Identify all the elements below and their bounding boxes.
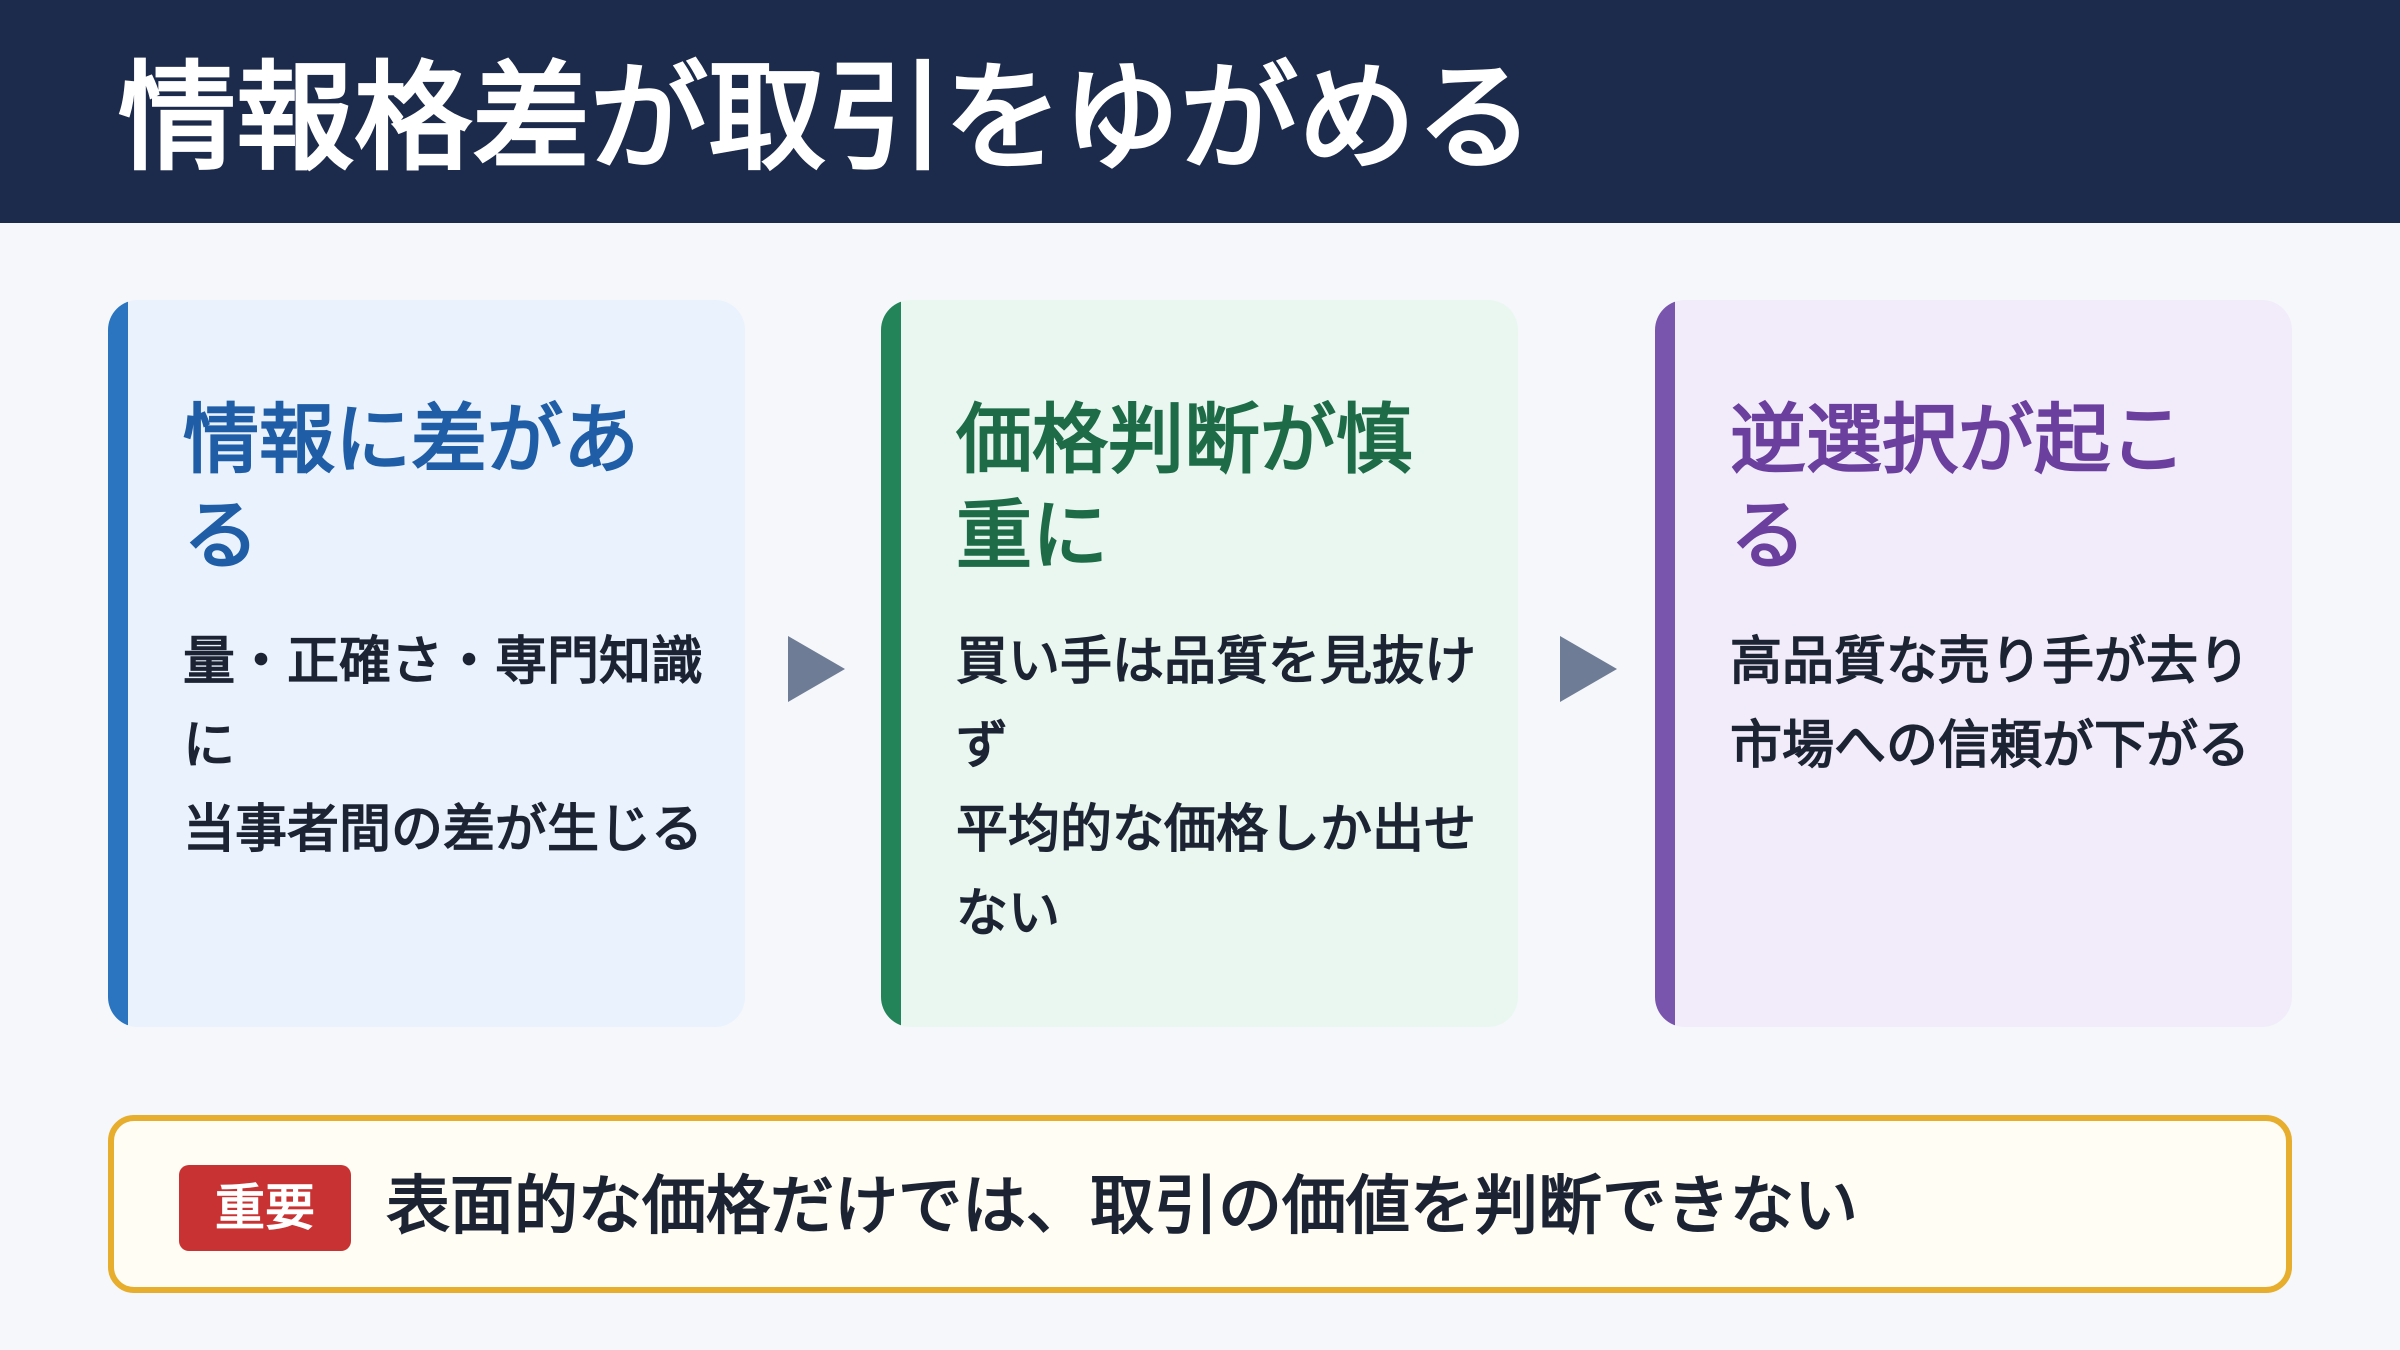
card-accent-bar (881, 300, 901, 1027)
card-price-judgment: 価格判断が慎重に 買い手は品質を見抜けず 平均的な価格しか出せない (881, 300, 1518, 1027)
card-accent-bar (1655, 300, 1675, 1027)
card-body-line: 量・正確さ・専門知識に (183, 632, 704, 776)
header-bar: 情報格差が取引をゆがめる (0, 0, 2400, 223)
card-title: 逆選択が起こる (1730, 395, 2186, 580)
card-adverse-selection: 逆選択が起こる 高品質な売り手が去り 市場への信頼が下がる (1655, 300, 2292, 1027)
card-title: 価格判断が慎重に (956, 395, 1412, 580)
card-body-line: 買い手は品質を見抜けず (956, 632, 1477, 776)
arrow-right-icon (788, 636, 845, 702)
card-body-line: 市場への信頼が下がる (1730, 716, 2251, 776)
card-body: 高品質な売り手が去り 市場への信頼が下がる (1730, 620, 2250, 788)
card-title: 情報に差がある (183, 395, 639, 580)
card-body-line: 高品質な売り手が去り (1730, 632, 2251, 692)
card-information-gap: 情報に差がある 量・正確さ・専門知識に 当事者間の差が生じる (108, 300, 745, 1027)
important-badge: 重要 (179, 1165, 351, 1251)
callout-text: 表面的な価格だけでは、取引の価値を判断できない (386, 1170, 1858, 1244)
card-body: 買い手は品質を見抜けず 平均的な価格しか出せない (956, 620, 1476, 956)
card-body: 量・正確さ・専門知識に 当事者間の差が生じる (183, 620, 703, 872)
card-body-line: 平均的な価格しか出せない (956, 800, 1477, 944)
card-body-line: 当事者間の差が生じる (183, 800, 704, 860)
arrow-right-icon (1560, 636, 1617, 702)
important-callout: 重要 表面的な価格だけでは、取引の価値を判断できない (108, 1115, 2292, 1293)
page-title: 情報格差が取引をゆがめる (118, 49, 1535, 187)
card-accent-bar (108, 300, 128, 1027)
